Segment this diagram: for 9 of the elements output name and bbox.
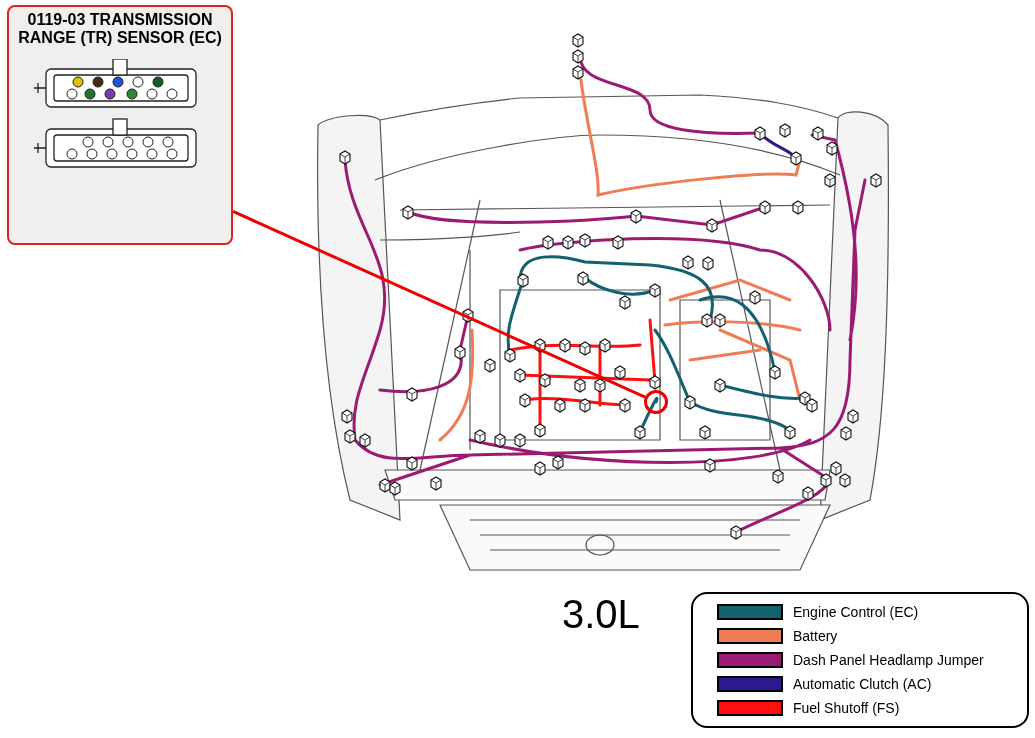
legend-text: Engine Control (EC) xyxy=(793,603,919,621)
legend-text: Fuel Shutoff (FS) xyxy=(793,699,900,717)
callout-box xyxy=(7,5,233,245)
callout-title: 0119-03 TRANSMISSION RANGE (TR) SENSOR (EC) xyxy=(17,11,223,47)
legend-text: Automatic Clutch (AC) xyxy=(793,675,932,693)
leader-line xyxy=(232,210,646,399)
legend-text: Battery xyxy=(793,627,838,645)
engine-size-label: 3.0L xyxy=(562,591,640,638)
legend-text: Dash Panel Headlamp Jumper xyxy=(793,651,984,669)
